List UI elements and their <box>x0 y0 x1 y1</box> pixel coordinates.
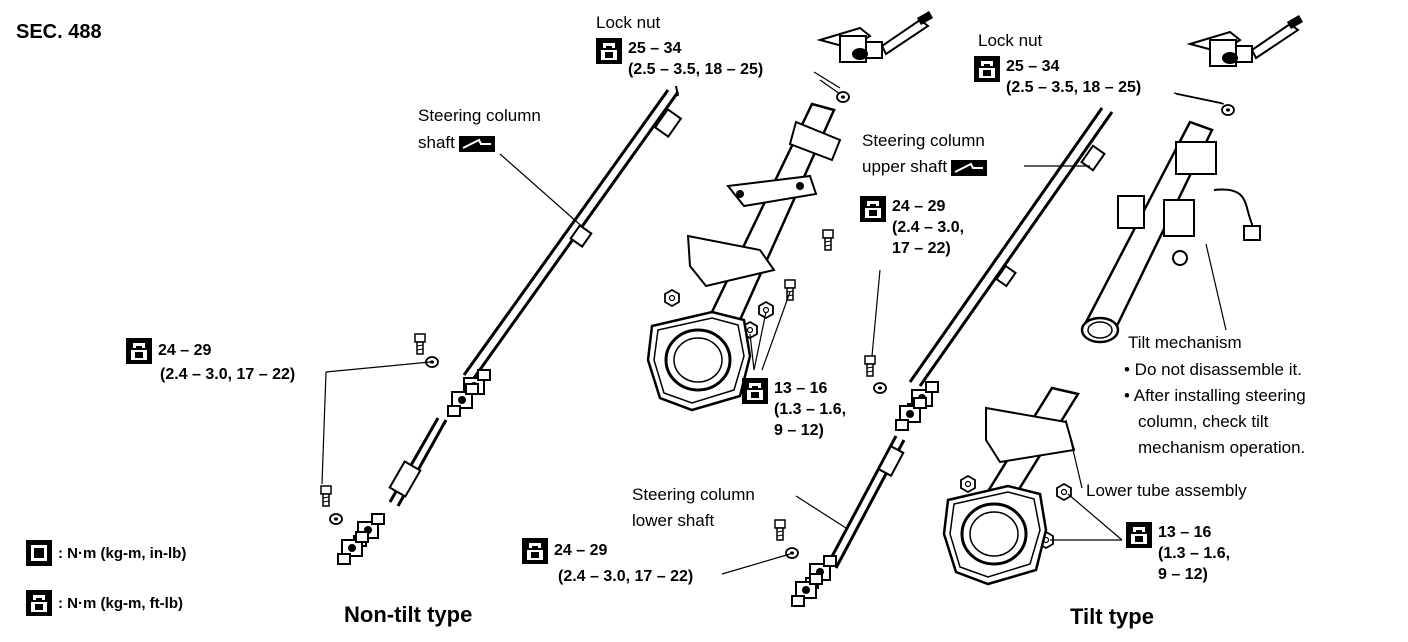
torque-range-end: 17 – 22) <box>892 240 951 257</box>
torque-range: (2.5 – 3.5, 18 – 25) <box>628 61 764 78</box>
tilt-note-2: • After installing steering <box>1124 386 1306 405</box>
tilt-bracket-torque: 13 – 16 (1.3 – 1.6, 9 – 12) <box>1126 522 1230 585</box>
torque-ftlb-icon <box>522 538 548 564</box>
section-number: SEC. 488 <box>16 21 102 43</box>
lubricate-icon <box>458 135 495 152</box>
torque-ftlb-icon <box>742 378 768 404</box>
lower-shaft-label-line2: lower shaft <box>632 511 715 530</box>
upper-shaft-text: upper shaft <box>862 157 948 176</box>
torque-ftlb-icon <box>126 338 152 364</box>
lock-nut-torque: 25 – 34 (2.5 – 3.5, 18 – 25) <box>596 38 763 80</box>
torque-range: (2.4 – 3.0, <box>892 219 965 236</box>
steering-column-shaft-label-line2: shaft <box>418 132 495 153</box>
torque-range: (2.5 – 3.5, 18 – 25) <box>1006 79 1142 96</box>
torque-ftlb-icon <box>860 196 886 222</box>
torque-value: 25 – 34 <box>628 40 682 57</box>
torque-range-end: 9 – 12) <box>774 422 824 439</box>
tilt-note-1: • Do not disassemble it. <box>1124 360 1302 379</box>
legend-text: : N·m (kg-m, in-lb) <box>58 544 187 562</box>
torque-ftlb-icon <box>26 590 52 616</box>
torque-ftlb-icon <box>974 56 1000 82</box>
tilt-title: Tilt type <box>1070 604 1154 629</box>
lock-nut-label: Lock nut <box>596 13 661 32</box>
joint-torque: 24 – 29 <box>126 338 211 364</box>
legend-item-inlb: : N·m (kg-m, in-lb) <box>26 540 186 566</box>
lower-joint-torque: 24 – 29 <box>522 538 607 564</box>
tilt-note-4: mechanism operation. <box>1138 438 1306 457</box>
upper-joint-torque: 24 – 29 (2.4 – 3.0, 17 – 22) <box>860 196 964 259</box>
legend-item-ftlb: : N·m (kg-m, ft-lb) <box>26 590 183 616</box>
lubricate-icon <box>951 159 988 176</box>
steering-column-shaft-label: Steering column <box>418 106 541 125</box>
torque-value: 25 – 34 <box>1006 58 1060 75</box>
torque-inlb-icon <box>26 540 52 566</box>
tilt-lock-nut-torque: 25 – 34 (2.5 – 3.5, 18 – 25) <box>974 56 1141 98</box>
tilt-note-3: column, check tilt <box>1138 412 1269 431</box>
upper-shaft-label: Steering column <box>862 131 985 150</box>
torque-value: 13 – 16 <box>774 380 828 397</box>
tilt-lock-nut-label: Lock nut <box>978 31 1043 50</box>
lower-shaft-label: Steering column <box>632 485 755 504</box>
torque-range: (2.4 – 3.0, 17 – 22) <box>558 568 694 585</box>
bracket-torque: 13 – 16 (1.3 – 1.6, 9 – 12) <box>742 378 846 441</box>
torque-ftlb-icon <box>596 38 622 64</box>
torque-range: (2.4 – 3.0, 17 – 22) <box>160 366 296 383</box>
torque-value: 24 – 29 <box>892 198 946 215</box>
torque-value: 24 – 29 <box>158 342 212 359</box>
torque-ftlb-icon <box>1126 522 1152 548</box>
lower-tube-assembly-label: Lower tube assembly <box>1086 481 1247 500</box>
torque-range-end: 9 – 12) <box>1158 566 1208 583</box>
torque-value: 24 – 29 <box>554 542 608 559</box>
shaft-text: shaft <box>418 133 455 152</box>
torque-value: 13 – 16 <box>1158 524 1212 541</box>
upper-shaft-label-line2: upper shaft <box>862 156 988 177</box>
legend-text: : N·m (kg-m, ft-lb) <box>58 594 183 612</box>
tilt-mechanism-label: Tilt mechanism <box>1128 333 1242 352</box>
torque-range: (1.3 – 1.6, <box>774 401 847 418</box>
torque-range: (1.3 – 1.6, <box>1158 545 1231 562</box>
non-tilt-title: Non-tilt type <box>344 602 473 627</box>
